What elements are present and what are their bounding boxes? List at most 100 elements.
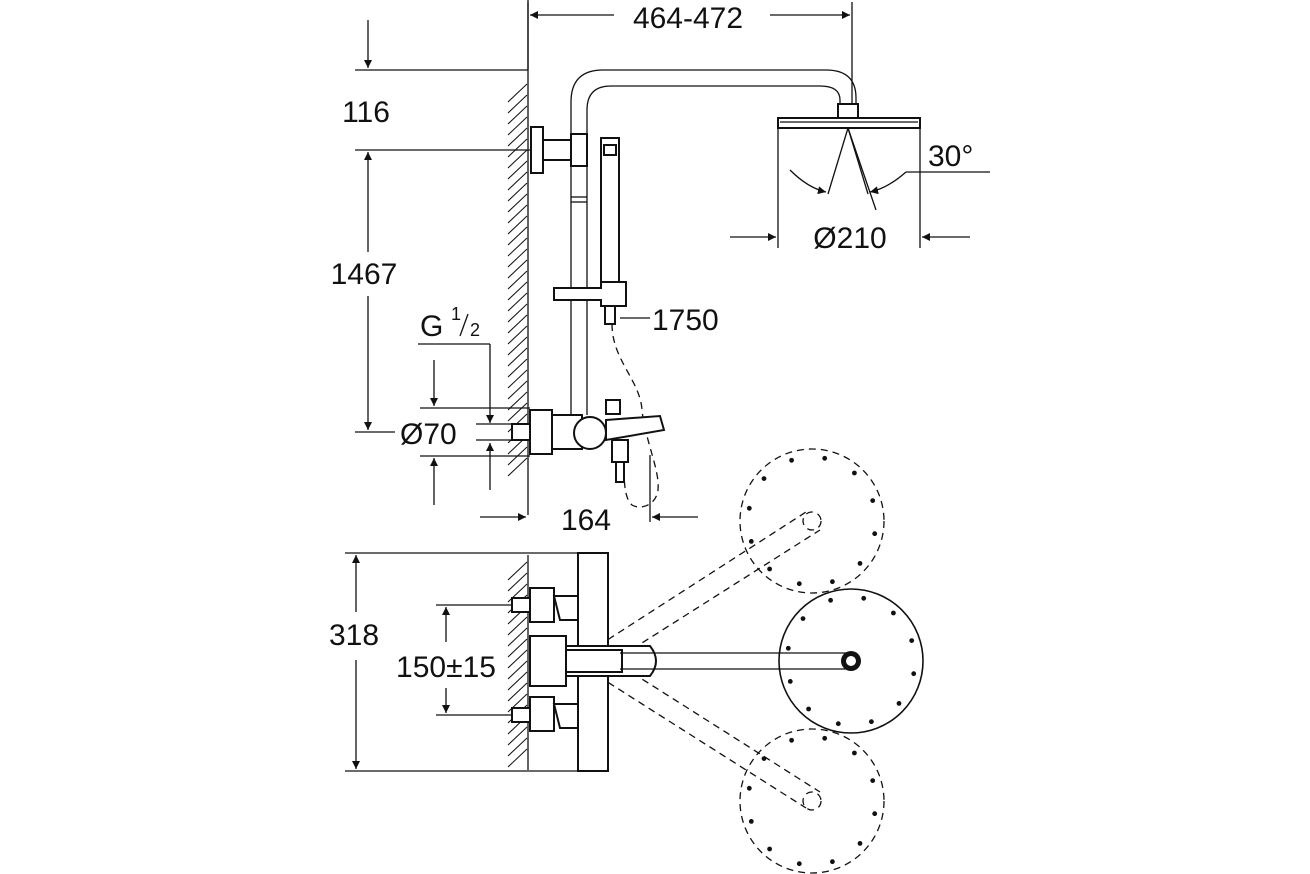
shower-arm	[570, 69, 857, 138]
wall-hatch-line	[507, 369, 528, 389]
nozzle-dot	[830, 579, 835, 585]
wall-hatch-line	[507, 616, 528, 636]
wall-hatch-line	[507, 105, 528, 125]
wall-hatch-line	[507, 682, 528, 702]
dim-thread: G 1 2	[418, 304, 512, 490]
nozzle-dot	[787, 679, 793, 684]
dim-head-diameter-label: Ø210	[813, 222, 886, 255]
nozzle-dot	[909, 638, 915, 643]
wall-hatch-line	[507, 94, 528, 114]
wall-hatch-line	[507, 303, 528, 323]
wall-hatch-line	[507, 259, 528, 279]
wall-hatch-line	[507, 215, 528, 235]
nozzle-dot	[806, 706, 811, 712]
wall-hatch-line	[507, 204, 528, 224]
nozzle-dot	[911, 671, 917, 677]
dim-rail-height: 1467	[331, 152, 397, 433]
wall-hatch-line	[507, 572, 528, 592]
dim-head-angle: 30°	[789, 140, 990, 195]
nozzle-dot	[767, 846, 772, 852]
dim-plan-depth-label: 318	[329, 619, 379, 652]
nozzle-dot	[748, 819, 754, 824]
thread-numerator: 1	[451, 304, 461, 324]
wall-hatch-line	[507, 270, 528, 290]
wall-hatch-line	[507, 292, 528, 312]
dim-projection-label: 164	[561, 504, 611, 537]
nozzle-dot	[761, 476, 767, 481]
wall-hatch-line	[507, 358, 528, 378]
nozzle-dot	[835, 721, 841, 727]
wall-hatch-line	[507, 138, 528, 158]
dim-arm-reach-label: 464-472	[633, 2, 743, 35]
nozzle-dot	[796, 861, 802, 867]
hand-shower	[553, 137, 627, 325]
thread-g-label: G	[420, 310, 443, 343]
nozzle-dot	[852, 750, 857, 756]
wall-hatch-line	[507, 391, 528, 411]
wall-hatch-line	[507, 638, 528, 658]
wall-hatch-line	[507, 660, 528, 680]
wall-hatch-line	[507, 281, 528, 301]
dim-hand-shower-label: 1750	[652, 304, 719, 337]
wall-hatch-line	[507, 627, 528, 647]
dim-top-offset: 116	[342, 20, 531, 151]
nozzle-dot	[857, 561, 863, 566]
thread-denominator: 2	[470, 320, 480, 340]
wall-hatch-line	[507, 402, 528, 422]
wall-hatch-line	[507, 149, 528, 169]
wall-hatch-line	[507, 193, 528, 213]
dim-head-angle-label: 30°	[928, 140, 973, 173]
nozzle-dot	[870, 498, 876, 503]
wall-hatch-line	[507, 237, 528, 257]
dim-head-diameter: Ø210	[730, 128, 970, 255]
nozzle-dot	[822, 455, 828, 461]
wall-hatch-line	[507, 127, 528, 147]
nozzle-dot	[785, 645, 791, 651]
nozzle-dot	[822, 735, 828, 741]
wall-hatch-line	[507, 380, 528, 400]
nozzle-dot	[872, 531, 878, 537]
head-shower	[777, 103, 921, 211]
dim-projection: 164	[480, 455, 698, 537]
wall-hatch-line	[507, 671, 528, 691]
nozzle-dot	[857, 841, 863, 846]
nozzle-dot	[891, 610, 896, 616]
wall-hatch-line	[507, 561, 528, 581]
dim-rosette-label: Ø70	[400, 418, 457, 451]
head-shower-plan	[620, 588, 924, 734]
swing-positions	[597, 448, 885, 874]
wall-plan	[507, 555, 529, 770]
wall-hatch-line	[507, 182, 528, 202]
wall-bracket-top	[530, 126, 588, 174]
spray-nozzle-dots	[746, 455, 917, 867]
wall-hatch-line	[507, 748, 528, 768]
thermostat-mixer	[511, 399, 666, 483]
mixer-plan	[511, 552, 657, 772]
wall-hatch-line	[507, 336, 528, 356]
nozzle-dot	[746, 785, 752, 791]
wall-hatch-line	[507, 347, 528, 367]
nozzle-dot	[870, 778, 876, 783]
wall-hatch-line	[507, 116, 528, 136]
wall-hatch-line	[507, 649, 528, 669]
dim-centres: 150±15	[396, 604, 512, 716]
wall-hatch-line	[507, 726, 528, 746]
wall-hatch-line	[507, 160, 528, 180]
dim-centres-label: 150±15	[396, 651, 496, 684]
nozzle-dot	[872, 811, 878, 817]
nozzle-dot	[767, 566, 772, 572]
wall-hatch-line	[507, 737, 528, 757]
nozzle-dot	[789, 457, 794, 463]
nozzle-dot	[852, 470, 857, 476]
dim-hand-shower: 1750	[620, 304, 719, 337]
wall-hatch-line	[507, 314, 528, 334]
dim-top-offset-label: 116	[342, 96, 390, 129]
nozzle-dot	[830, 859, 835, 865]
dim-arm-reach: 464-472	[527, 2, 853, 104]
wall-hatch-line	[507, 226, 528, 246]
nozzle-dot	[761, 756, 767, 761]
nozzle-dot	[748, 539, 754, 544]
nozzle-dot	[828, 597, 833, 603]
nozzle-dot	[800, 616, 806, 621]
